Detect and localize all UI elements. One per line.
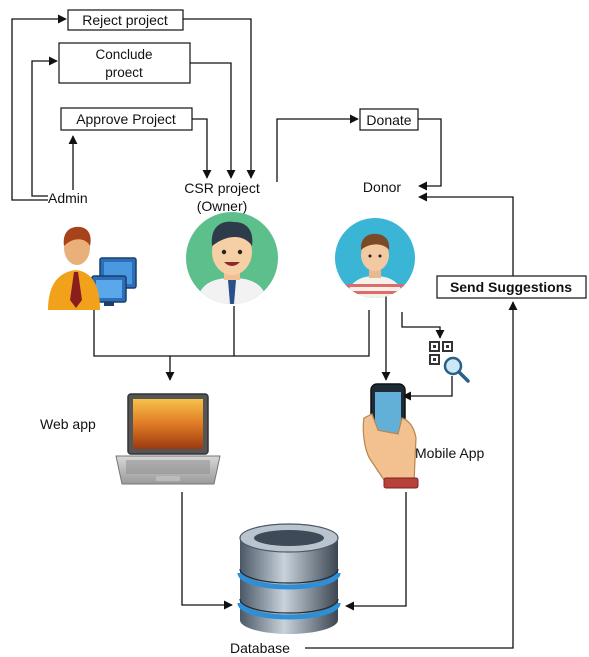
- reject-project-label: Reject project: [82, 12, 168, 28]
- hand-phone-icon: [362, 383, 419, 489]
- conclude-label-line2: proect: [105, 65, 143, 80]
- arrow-db-to-suggestions: [305, 301, 518, 649]
- donor-avatar-icon: [335, 218, 415, 298]
- laptop-icon: [115, 393, 221, 485]
- arrow-reject-to-owner: [183, 18, 256, 179]
- database-icon: [237, 523, 341, 634]
- owner-label-line2: (Owner): [197, 198, 248, 214]
- approve-project-box[interactable]: Approve Project: [60, 107, 193, 131]
- arrow-qr-to-phone: [402, 376, 453, 401]
- send-suggestions-label: Send Suggestions: [450, 279, 572, 295]
- send-suggestions-box[interactable]: Send Suggestions: [436, 275, 587, 299]
- donor-label: Donor: [363, 179, 401, 195]
- conclude-label-line1: Conclude: [95, 47, 152, 62]
- donate-box[interactable]: Donate: [359, 108, 419, 131]
- owner-avatar-icon: [186, 212, 278, 304]
- arrow-donor-to-qr: [401, 312, 445, 339]
- database-label: Database: [230, 640, 290, 656]
- web-app-label: Web app: [40, 416, 96, 432]
- arrow-mobile-to-db: [345, 492, 407, 611]
- connectors: [11, 14, 518, 649]
- arrow-admin-to-reject: [11, 14, 67, 201]
- approve-project-label: Approve Project: [76, 111, 176, 127]
- arrow-conclude-to-owner: [190, 62, 236, 179]
- admin-computer-icon: [48, 226, 137, 310]
- owner-label-line1: CSR project: [184, 180, 260, 196]
- arrow-donate-to-donor: [418, 118, 442, 191]
- arrow-owner-to-donate: [276, 114, 359, 182]
- arrow-approve-to-owner: [192, 118, 212, 179]
- qr-scan-icon: [429, 341, 470, 383]
- admin-label: Admin: [48, 190, 88, 206]
- donate-label: Donate: [366, 112, 411, 128]
- conclude-project-box[interactable]: Conclude proect: [58, 42, 191, 84]
- mobile-app-label: Mobile App: [415, 445, 484, 461]
- reject-project-box[interactable]: Reject project: [67, 9, 184, 31]
- arrow-webapp-to-db: [181, 492, 233, 610]
- arrow-suggestions-to-donor: [418, 192, 514, 276]
- arrow-admin-to-conclude: [31, 56, 58, 197]
- line-admin-to-bus: [93, 308, 370, 357]
